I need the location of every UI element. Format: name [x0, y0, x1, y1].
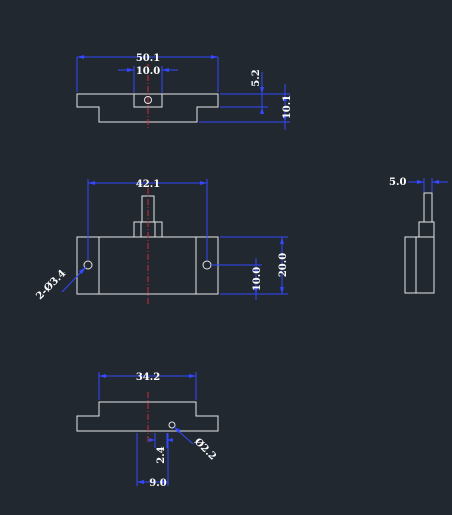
dim-arrow	[283, 94, 287, 101]
dim-arrow	[283, 115, 287, 122]
front-view-left-hole	[83, 260, 93, 270]
dim-arrow	[280, 237, 284, 244]
dim-arrow	[174, 427, 181, 433]
dim-arrow	[417, 180, 424, 184]
dim-arrow	[189, 374, 196, 378]
top-view-outline	[76, 93, 219, 123]
dim-arrow	[99, 374, 106, 378]
bottom-view: 34.2 Ø2.2 2.4 9.0	[76, 372, 219, 489]
dim-arrow	[79, 267, 86, 274]
top-view-slot	[133, 94, 163, 108]
side-view: 5.0	[389, 177, 448, 294]
dim-text-overall-height: 10.1	[282, 95, 293, 119]
dim-arrow	[432, 180, 439, 184]
dim-text-flange-thickness: 5.2	[251, 69, 262, 86]
dim-arrow	[137, 480, 144, 484]
dim-text-body-height: 20.0	[278, 253, 289, 277]
dim-arrow	[77, 55, 84, 59]
dim-arrow	[161, 480, 168, 484]
dim-arrow	[254, 287, 258, 294]
front-view: 42.1 2-Ø3.4 10.0 20.0	[34, 179, 289, 304]
dim-arrow	[167, 438, 173, 442]
dim-arrow	[254, 265, 258, 272]
dim-arrow	[211, 55, 218, 59]
dim-arrow	[260, 87, 264, 94]
dim-arrow	[88, 181, 95, 185]
dim-arrow	[162, 68, 169, 72]
dim-text-base-width: 34.2	[136, 372, 160, 383]
dim-text-hole-diameter: Ø2.2	[192, 436, 218, 462]
dim-arrow	[149, 438, 155, 442]
top-view: 50.1 10.0 5.2 10.1	[76, 53, 293, 130]
dim-text-slot-width: 10.0	[136, 66, 160, 77]
dim-text-hole-spacing: 42.1	[136, 179, 160, 190]
dim-text-hole-height: 10.0	[252, 267, 263, 291]
side-view-shaft	[423, 192, 433, 223]
side-view-body	[404, 236, 435, 294]
dim-text-hole-callout: 2-Ø3.4	[34, 268, 68, 302]
dim-text-overall-width: 50.1	[136, 53, 160, 64]
dim-text-shaft-width: 5.0	[389, 177, 406, 188]
dim-text-slot-width-bottom: 9.0	[149, 478, 166, 489]
front-view-right-hole	[202, 260, 212, 270]
dim-text-hole-offset: 2.4	[156, 446, 167, 463]
dim-arrow	[260, 107, 264, 114]
bottom-view-hole	[168, 421, 176, 429]
dim-arrow	[200, 181, 207, 185]
dim-arrow	[127, 68, 134, 72]
dim-arrow	[280, 287, 284, 294]
side-view-shaft-base	[418, 221, 435, 238]
bottom-view-outline	[76, 401, 219, 432]
top-view-hole	[144, 96, 152, 104]
